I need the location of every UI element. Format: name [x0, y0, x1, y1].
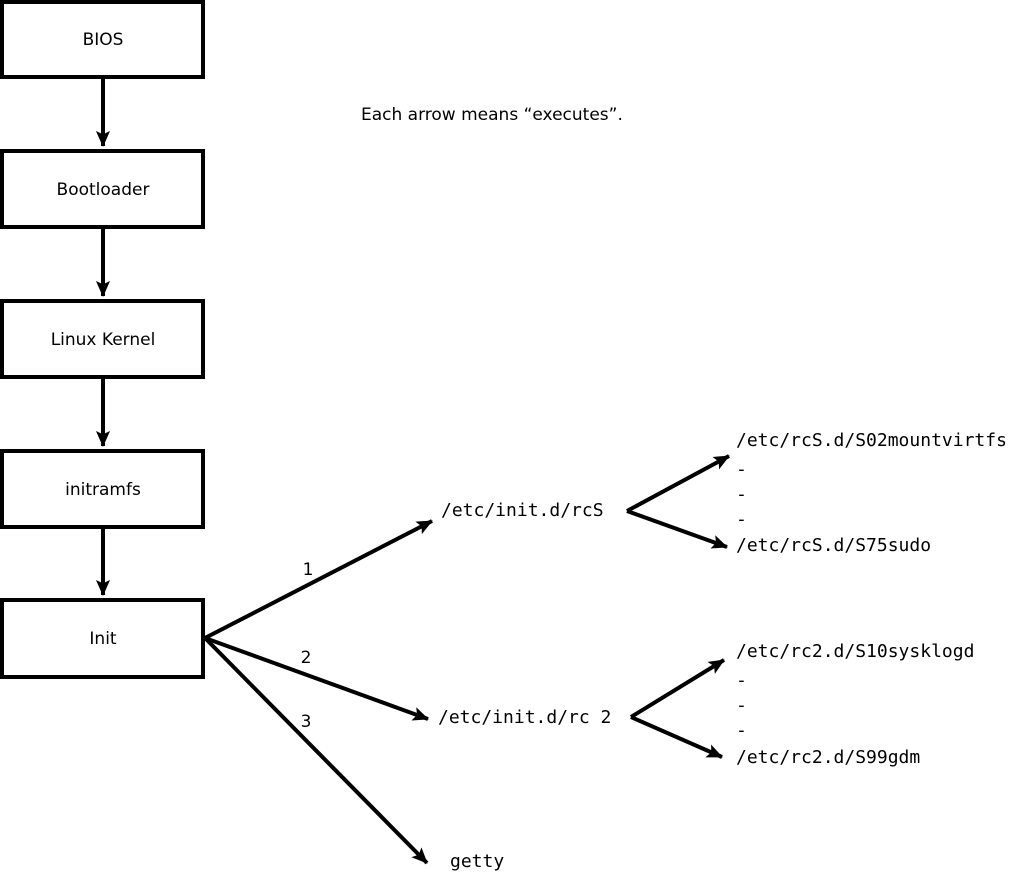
arrow-init-to-rc2	[204, 636, 429, 721]
note-each-arrow-means-executes: Each arrow means “executes”.	[361, 105, 623, 125]
script-rc2-ellipsis-1: -	[736, 670, 747, 691]
box-linux-kernel-label: Linux Kernel	[51, 330, 156, 350]
edge-label-2: 2	[301, 648, 312, 668]
box-init-label: Init	[89, 629, 117, 649]
box-linux-kernel-rect	[0, 299, 205, 379]
script-rcs-last[interactable]: /etc/rcS.d/S75sudo	[736, 535, 931, 556]
script-rcs-ellipsis-2: -	[736, 484, 747, 505]
box-init-rect	[0, 598, 205, 679]
box-bootloader-label: Bootloader	[57, 180, 150, 200]
node-etc-init-d-rc-2[interactable]: /etc/init.d/rc 2	[438, 707, 611, 728]
box-bios-label: BIOS	[83, 30, 124, 50]
arrow-rcs-to-last-script	[626, 509, 728, 549]
script-rcs-ellipsis-3: -	[736, 509, 747, 530]
node-etc-init-d-rcs[interactable]: /etc/init.d/rcS	[441, 500, 604, 521]
box-initramfs[interactable]: initramfs	[0, 449, 205, 529]
arrow-rc2-to-last-script	[630, 715, 723, 759]
script-rc2-last[interactable]: /etc/rc2.d/S99gdm	[736, 747, 920, 768]
arrow-init-to-rcs	[204, 519, 433, 640]
box-bios[interactable]: BIOS	[0, 0, 205, 79]
arrow-rcs-to-first-script	[626, 454, 730, 513]
box-initramfs-rect	[0, 449, 205, 529]
box-bios-rect	[0, 0, 205, 79]
box-linux-kernel[interactable]: Linux Kernel	[0, 299, 205, 379]
script-rc2-first[interactable]: /etc/rc2.d/S10sysklogd	[736, 641, 974, 662]
script-rcs-ellipsis-1: -	[736, 459, 747, 480]
arrow-init-to-getty	[203, 636, 429, 865]
box-init[interactable]: Init	[0, 598, 205, 679]
box-bootloader-rect	[0, 149, 205, 229]
script-rc2-ellipsis-2: -	[736, 695, 747, 716]
edge-label-1: 1	[303, 560, 314, 580]
arrow-rc2-to-first-script	[629, 658, 726, 719]
script-rcs-first[interactable]: /etc/rcS.d/S02mountvirtfs	[736, 430, 1007, 451]
box-bootloader[interactable]: Bootloader	[0, 149, 205, 229]
script-rc2-ellipsis-3: -	[736, 720, 747, 741]
box-initramfs-label: initramfs	[65, 480, 141, 500]
node-getty[interactable]: getty	[450, 851, 504, 872]
edge-label-3: 3	[301, 712, 312, 732]
